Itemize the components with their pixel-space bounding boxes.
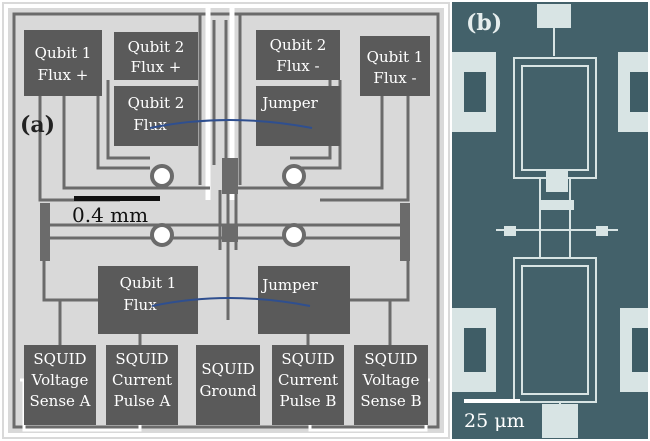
svg-text:Flux +: Flux + [38,66,89,84]
svg-text:SQUID: SQUID [33,350,86,368]
svg-text:Current: Current [278,371,338,389]
svg-text:Current: Current [112,371,172,389]
pad-squid-current-pulse-a: SQUID Current Pulse A [106,345,178,425]
pad-qubit2-flux-minus: Qubit 2 Flux - [256,30,340,80]
capacitor-right [400,203,410,261]
scale-bar-b [464,399,520,403]
pad-qubit2-flux: Qubit 2 Flux [114,86,198,146]
svg-text:SQUID: SQUID [364,350,417,368]
junction-node-tl [150,164,174,188]
junction-area [504,170,608,236]
coupler-arc-top [149,119,313,129]
svg-text:Voltage: Voltage [362,371,420,389]
svg-text:Pulse B: Pulse B [280,392,337,410]
pad-qubit2-flux-plus: Qubit 2 Flux + [114,32,198,80]
svg-text:Ground: Ground [199,382,257,400]
svg-text:Qubit 1: Qubit 1 [120,274,177,292]
svg-text:Pulse A: Pulse A [114,392,171,410]
junction-node-br [282,223,306,247]
pad-qubit1-flux-plus: Qubit 1 Flux + [24,30,102,96]
pad-squid-voltage-sense-b: SQUID Voltage Sense B [354,345,428,425]
junction-node-tr [282,164,306,188]
side-capacitors [40,158,410,261]
svg-text:Qubit 2: Qubit 2 [128,94,185,112]
chip-ground-ring [12,12,440,429]
contact-pad-bottom [542,404,578,438]
svg-text:Qubit 1: Qubit 1 [367,48,424,66]
scale-bar-a-label: 0.4 mm [72,203,148,227]
svg-text:Qubit 2: Qubit 2 [128,38,185,56]
svg-text:Qubit 1: Qubit 1 [35,44,92,62]
scale-bar-a [74,196,160,201]
contact-pad-top [537,4,571,28]
svg-text:Voltage: Voltage [31,371,89,389]
capacitor-left [40,203,50,261]
svg-text:SQUID: SQUID [201,360,254,378]
top-bus-dark [198,14,242,185]
junction-nodes [150,164,306,247]
svg-text:Sense A: Sense A [30,392,91,410]
panel-a: Qubit 1 Flux + Qubit 2 Flux + Qubit 2 Fl… [2,2,450,439]
svg-text:Flux +: Flux + [131,58,182,76]
pad-qubit1-flux: Qubit 1 Flux [98,266,198,334]
svg-text:SQUID: SQUID [281,350,334,368]
pad-jumper-top: Jumper [256,86,340,146]
panel-b: (b) 25 μm [452,2,648,439]
svg-text:SQUID: SQUID [115,350,168,368]
panel-b-label: (b) [466,10,502,36]
pad-qubit1-flux-minus: Qubit 1 Flux - [360,36,430,96]
chip-border-outer [4,4,448,437]
svg-text:Flux -: Flux - [373,69,416,87]
svg-text:Qubit 2: Qubit 2 [270,36,327,54]
pad-squid-voltage-sense-a: SQUID Voltage Sense A [24,345,96,425]
panel-a-label: (a) [20,112,55,138]
svg-text:Flux: Flux [123,296,157,314]
loop-bottom [513,257,597,403]
junction-node-bl [150,223,174,247]
scale-bar-b-label: 25 μm [464,410,525,432]
svg-text:Flux -: Flux - [276,57,319,75]
coupler-arc-bottom [151,297,311,307]
svg-text:Flux: Flux [133,116,167,134]
pad-squid-current-pulse-b: SQUID Current Pulse B [272,345,344,425]
svg-text:Jumper: Jumper [260,276,318,294]
svg-text:Sense B: Sense B [360,392,421,410]
svg-text:Jumper: Jumper [260,94,318,112]
pad-squid-ground: SQUID Ground [196,345,260,425]
